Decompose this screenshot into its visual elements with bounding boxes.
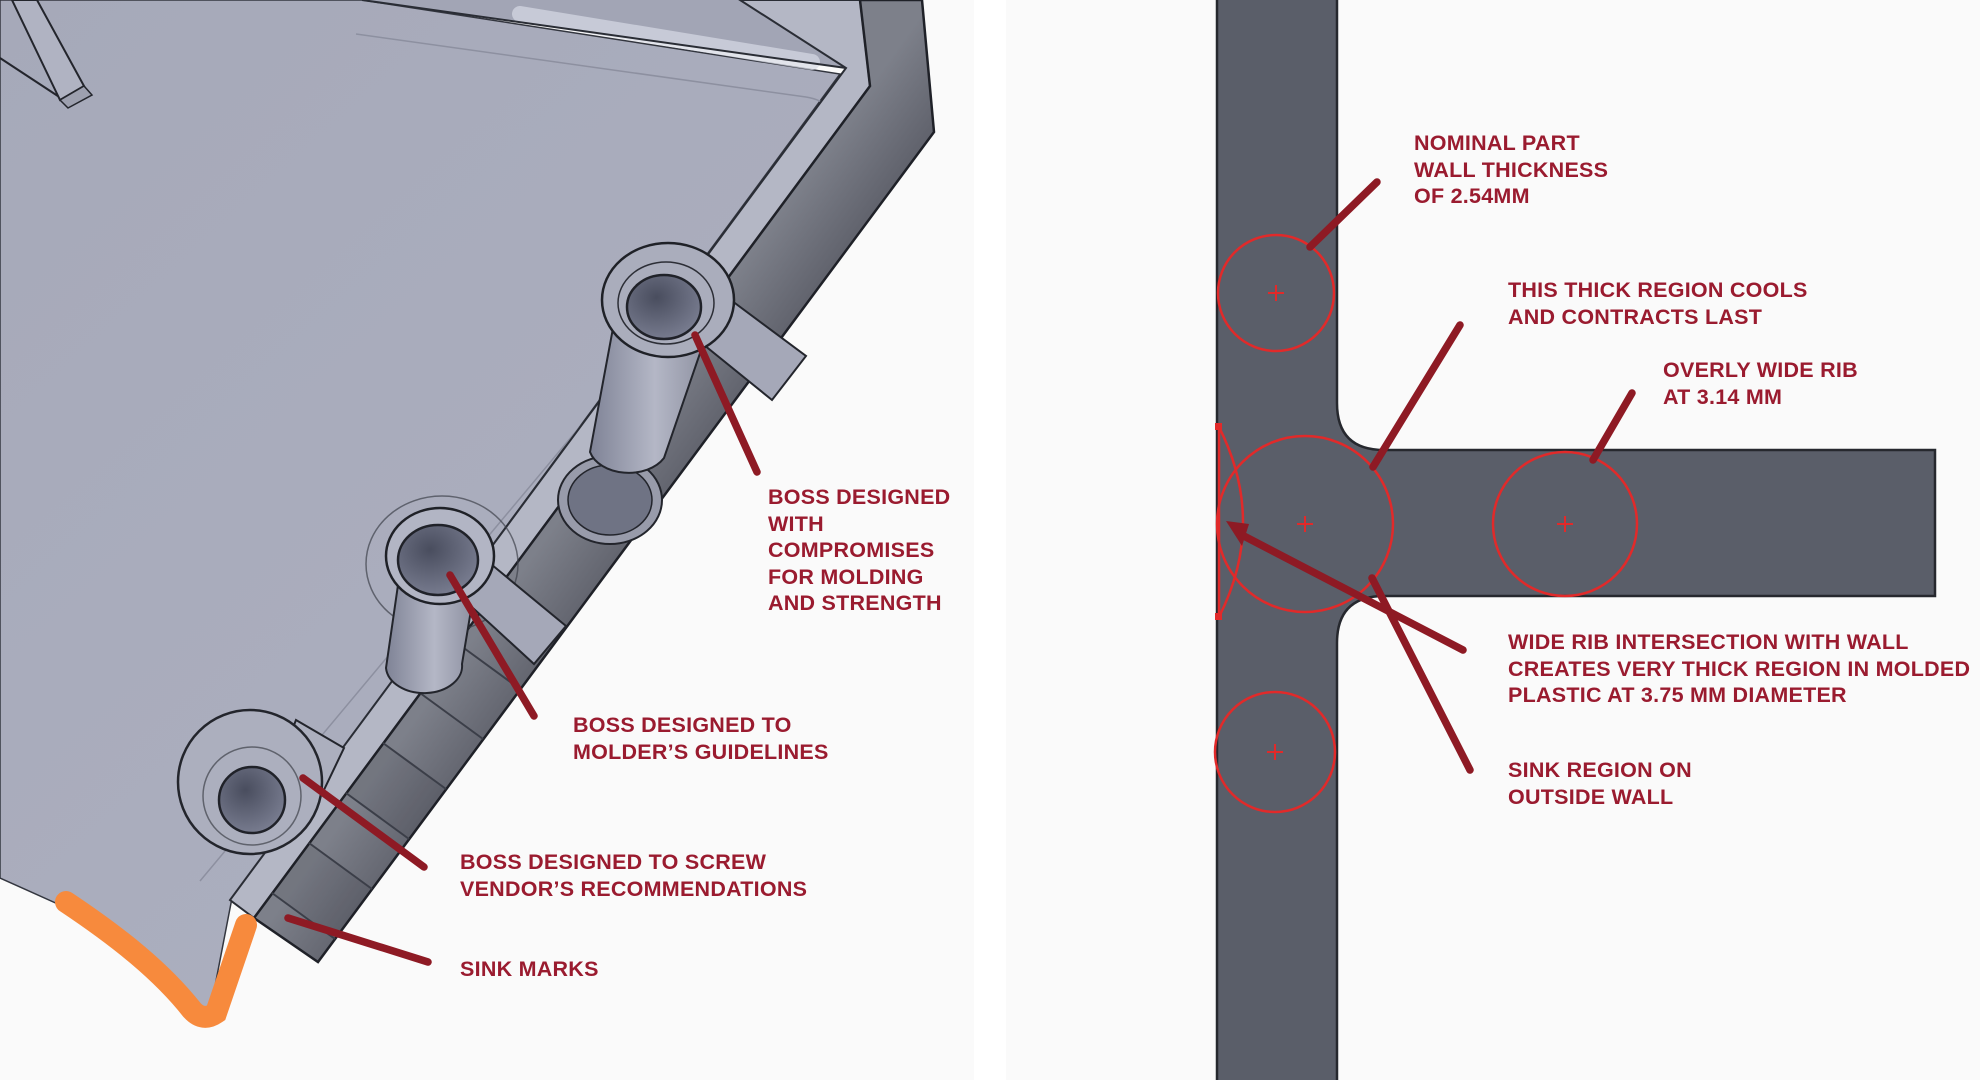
corner-rib-fin: [0, 0, 94, 109]
leader-boss-molders: [446, 571, 538, 720]
boss-molders-guidelines: [365, 495, 568, 695]
leader-overly-wide-rib: [1589, 389, 1636, 464]
boss-screw-vendor: [176, 708, 346, 856]
boss-compromises: [557, 241, 808, 545]
circle-sink-region: [1213, 690, 1337, 814]
circle-thick-region: [1215, 434, 1395, 614]
boss-hole: [396, 523, 480, 597]
boss-hole: [625, 273, 703, 341]
leader-sink-region: [1368, 574, 1474, 774]
label-boss-compromises: BOSS DESIGNED WITH COMPROMISES FOR MOLDI…: [768, 485, 951, 615]
label-boss-molders: BOSS DESIGNED TO MOLDER’S GUIDELINES: [573, 713, 829, 764]
part-wall-inner-face: [361, 0, 847, 70]
label-boss-screw: BOSS DESIGNED TO SCREW VENDOR’S RECOMMEN…: [460, 850, 808, 901]
orange-sink-edge-highlight: [55, 891, 257, 1028]
sink-profile-marker: [1215, 423, 1245, 620]
leader-wide-rib-intersection: [1226, 521, 1467, 654]
wall-and-rib-section: [1215, 0, 1937, 1080]
label-sink-marks: SINK MARKS: [460, 957, 599, 981]
boss-hole: [217, 765, 287, 835]
leader-nominal-wall: [1306, 178, 1381, 251]
circle-nominal-wall: [1216, 233, 1336, 353]
leader-boss-screw: [299, 774, 428, 871]
cross-section-illustration: [1213, 0, 1937, 1080]
leader-thick-region: [1369, 321, 1464, 471]
rib-cross-section-panel: [1006, 0, 1980, 1080]
label-sink-region: SINK REGION ON OUTSIDE WALL: [1508, 758, 1692, 809]
label-wide-rib-intersection: WIDE RIB INTERSECTION WITH WALL CREATES …: [1508, 630, 1971, 707]
leader-sink-marks: [284, 914, 432, 966]
label-overly-wide-rib: OVERLY WIDE RIB AT 3.14 MM: [1663, 358, 1858, 409]
cad-boss-design-panel: [0, 0, 974, 1080]
sink-mark-stripes: [271, 642, 521, 940]
label-thick-region: THIS THICK REGION COOLS AND CONTRACTS LA…: [1508, 278, 1808, 329]
cad-illustration: [0, 0, 936, 1028]
circle-wide-rib: [1491, 450, 1639, 598]
label-nominal-wall: NOMINAL PART WALL THICKNESS OF 2.54MM: [1414, 131, 1609, 208]
leader-boss-compromises: [691, 331, 761, 476]
